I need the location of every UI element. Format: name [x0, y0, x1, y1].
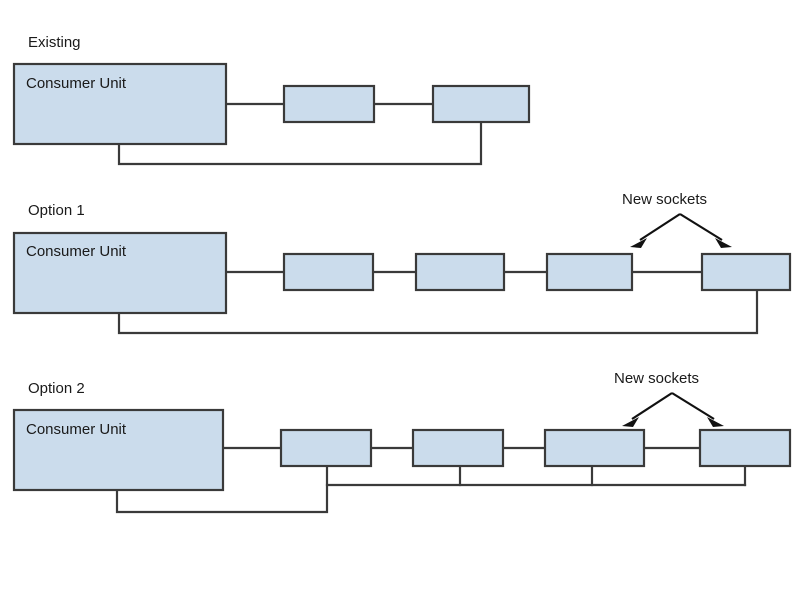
option-1-socket-1[interactable] — [282, 252, 375, 292]
option-2-consumer-unit-box[interactable] — [12, 408, 225, 492]
option-1-ring-return-wire — [117, 288, 759, 335]
option-1-consumer-unit-label: Consumer Unit — [26, 243, 127, 260]
section-option-1: Option 1 New sockets Consumer Unit — [12, 191, 792, 335]
section-existing: Existing Consumer Unit — [12, 34, 531, 166]
option-1-arrow-right-head — [715, 238, 732, 248]
option-2-socket-3[interactable] — [543, 428, 646, 468]
option-2-new-sockets-label: New sockets — [614, 370, 699, 387]
option-1-arrow-left-head — [630, 238, 647, 248]
option-2-arrow-right-head — [707, 417, 724, 427]
option-2-socket-1[interactable] — [279, 428, 373, 468]
section-option-2: Option 2 New sockets — [12, 370, 792, 514]
existing-ring-return-wire — [117, 120, 483, 166]
option-2-arrow-left-head — [622, 417, 639, 427]
option-2-consumer-unit-label: Consumer Unit — [26, 421, 127, 438]
existing-consumer-unit-box[interactable] — [12, 62, 228, 146]
existing-consumer-unit-label: Consumer Unit — [26, 75, 127, 92]
option-2-arrow-right-line — [671, 392, 715, 420]
option-1-new-sockets-label: New sockets — [622, 191, 707, 208]
option-1-consumer-unit-box[interactable] — [12, 231, 228, 315]
option-2-cu-return-wire — [115, 464, 329, 514]
option-2-socket-2[interactable] — [411, 428, 505, 468]
section-title-existing: Existing — [28, 34, 81, 51]
option-2-new-sockets-arrows — [622, 392, 724, 427]
option-1-arrow-right-line — [679, 213, 723, 241]
option-2-socket-4[interactable] — [698, 428, 792, 468]
option-1-socket-3[interactable] — [545, 252, 634, 292]
option-1-new-sockets-arrows — [630, 213, 732, 248]
existing-socket-2[interactable] — [431, 84, 531, 124]
section-title-option-1: Option 1 — [28, 202, 85, 219]
option-2-arrow-left-line — [631, 392, 673, 420]
option-1-arrow-left-line — [639, 213, 681, 241]
option-1-socket-4[interactable] — [700, 252, 792, 292]
section-title-option-2: Option 2 — [28, 380, 85, 397]
existing-socket-1[interactable] — [282, 84, 376, 124]
option-1-socket-2[interactable] — [414, 252, 506, 292]
